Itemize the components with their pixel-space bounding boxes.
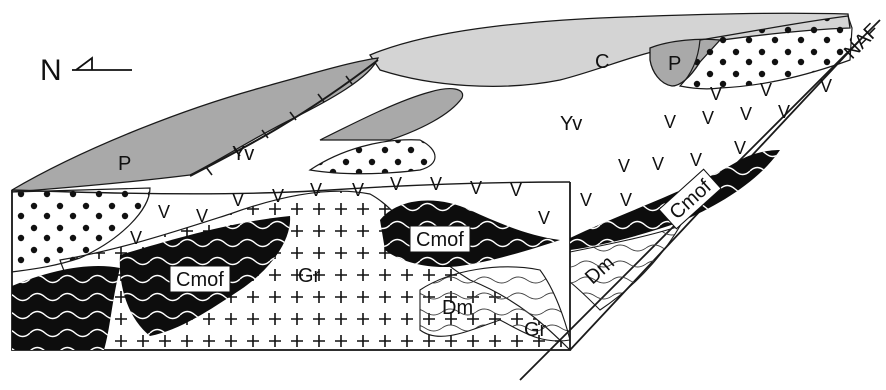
v-symbol-22: V xyxy=(734,138,746,158)
v-symbol-1: V xyxy=(158,202,170,222)
v-symbol-13: V xyxy=(580,190,592,210)
v-symbol-7: V xyxy=(390,174,402,194)
unit-label-cmof-right: Cmof xyxy=(416,229,464,251)
v-symbol-23: V xyxy=(710,84,722,104)
v-symbol-8: V xyxy=(430,174,442,194)
v-symbol-19: V xyxy=(702,108,714,128)
v-symbol-17: V xyxy=(618,156,630,176)
v-symbol-25: V xyxy=(820,76,832,96)
unit-conglomerate-middle-polygon xyxy=(310,140,435,174)
v-symbol-2: V xyxy=(196,206,208,226)
unit-label-gr-left: Gr xyxy=(298,265,321,287)
unit-label-dm-front: Dm xyxy=(442,297,473,319)
v-symbol-14: V xyxy=(620,190,632,210)
v-symbol-4: V xyxy=(272,186,284,206)
v-symbol-10: V xyxy=(510,180,522,200)
v-symbol-24: V xyxy=(760,80,772,100)
v-symbol-12: V xyxy=(130,228,142,248)
v-symbol-20: V xyxy=(740,104,752,124)
v-symbol-9: V xyxy=(470,178,482,198)
v-symbol-5: V xyxy=(310,180,322,200)
v-symbol-21: V xyxy=(778,102,790,122)
unit-label-cmof-center: Cmof xyxy=(176,269,224,291)
unit-label-c: C xyxy=(595,51,609,73)
unit-label-gr-right: Gr xyxy=(524,319,547,341)
v-symbol-6: V xyxy=(352,180,364,200)
unit-label-yv-right: Yv xyxy=(560,113,582,135)
v-symbol-16: V xyxy=(690,150,702,170)
v-symbol-18: V xyxy=(664,112,676,132)
north-arrow-icon xyxy=(72,58,132,70)
unit-p-middle-polygon xyxy=(320,89,463,140)
v-symbol-11: V xyxy=(538,208,550,228)
north-label: N xyxy=(40,54,62,87)
v-symbol-15: V xyxy=(652,154,664,174)
unit-label-p-left: P xyxy=(118,153,131,175)
unit-label-yv-left: Yv xyxy=(232,143,254,165)
unit-label-p-right: P xyxy=(668,53,681,75)
v-symbol-3: V xyxy=(232,190,244,210)
unit-cmof-left-texture xyxy=(12,266,120,350)
